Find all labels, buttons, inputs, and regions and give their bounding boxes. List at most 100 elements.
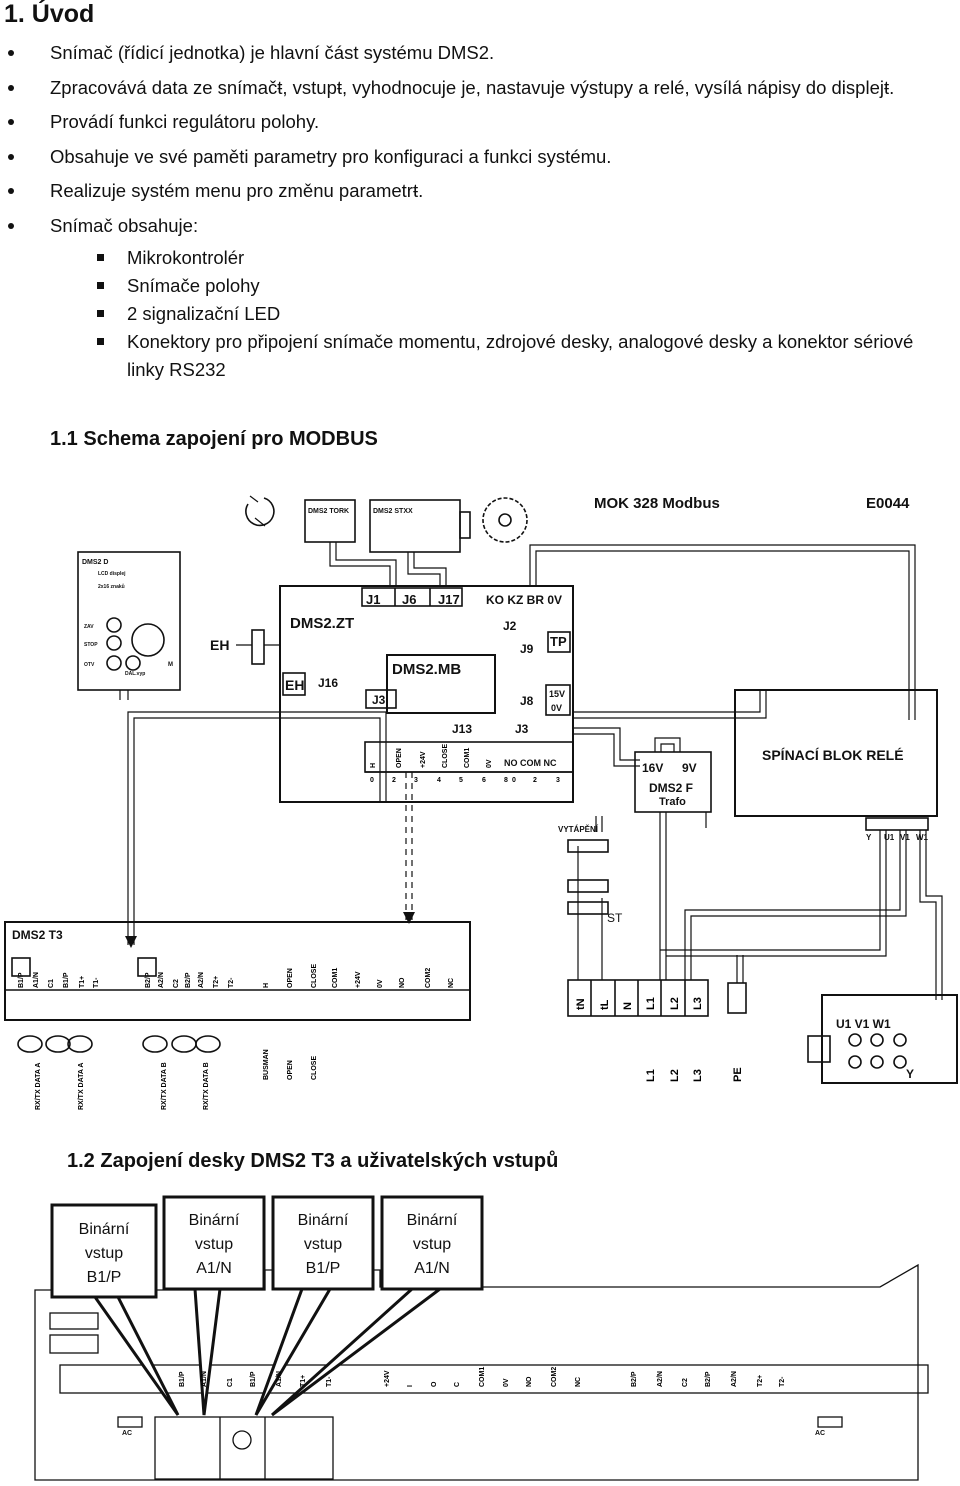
bullet-dot	[8, 50, 14, 56]
callout-pointer	[92, 1295, 180, 1416]
t3-terminal-label: COM1	[332, 968, 339, 988]
j9-label: J9	[520, 642, 534, 656]
board-terminal-label: B2/P	[705, 1371, 712, 1387]
sub-bullet-text: Snímače polohy	[127, 274, 260, 296]
square-bullet-icon	[97, 309, 104, 317]
board-terminal-label: T1-	[326, 1376, 333, 1387]
motor-y-label: Y	[906, 1067, 914, 1081]
t3-rxtx-label: RX/TX DATA A	[78, 1063, 85, 1110]
square-bullet-icon	[97, 281, 104, 289]
sub-bullet-item: Snímače polohy	[0, 272, 950, 300]
stxx-label: DMS2 STXX	[373, 508, 413, 515]
bullet-text: Realizuje systém menu pro změnu parametr…	[50, 180, 424, 202]
square-bullet-icon	[97, 337, 104, 345]
bullet-item: Zpracovává data ze snímačŧ, vstupŧ, vyho…	[0, 71, 950, 106]
ko-row-label: KO KZ BR 0V	[486, 593, 562, 607]
callout-line1: Binární	[79, 1221, 130, 1238]
display-panel-box	[77, 551, 181, 691]
j2-label: J2	[503, 619, 517, 633]
callout-line2: vstup	[304, 1236, 342, 1253]
board-terminal-label: NO	[526, 1376, 533, 1387]
zt-board-box	[279, 585, 574, 803]
sub-bullet-text: 2 signalizační LED	[127, 302, 281, 324]
bullet-dot	[8, 222, 14, 229]
t3-terminal-label: C2	[173, 979, 180, 988]
board-ac-label: AC	[815, 1430, 825, 1437]
relay-block-label: SPÍNACÍ BLOK RELÉ	[762, 747, 904, 763]
callout-line3: A1/N	[196, 1260, 232, 1277]
t3-terminal-label: T1-	[93, 977, 100, 988]
callout-line2: vstup	[413, 1236, 451, 1253]
t3-terminal-label: COM2	[425, 968, 432, 988]
bullet-dot	[8, 153, 14, 160]
board-terminal-block	[154, 1416, 334, 1480]
zt-terminal-number: 8	[504, 777, 508, 784]
board-terminal-label: A1/N	[201, 1371, 208, 1387]
bullet-item: Snímač obsahuje: Mikrokontrolér Snímače …	[0, 209, 950, 384]
bullet-text: Snímač obsahuje:	[50, 214, 199, 236]
t3-terminal-label: CLOSE	[311, 964, 318, 988]
board-outline	[34, 1263, 919, 1481]
t3-board-box	[4, 921, 471, 1021]
board-terminal-label: +24V	[384, 1370, 391, 1387]
t3-label: DMS2 T3	[12, 928, 63, 942]
zt-terminal-label: COM1	[464, 748, 471, 768]
zt-terminal-number: 6	[482, 777, 486, 784]
modbus-wiring-diagram: MOK 328 Modbus E0044 DMS2 TORK DMS2 STXX…	[4, 495, 958, 1110]
bullet-text: Snímač (řídicí jednotka) je hlavní část …	[50, 42, 495, 63]
t3-terminal-label: B1/P	[18, 972, 25, 988]
callout-pointer	[270, 1287, 445, 1417]
bullet-text: Provádí funkci regulátoru polohy.	[50, 111, 320, 133]
power-terminal-label: L2	[669, 997, 681, 1010]
eh-label-box: EH	[285, 677, 304, 693]
bullet-dot	[8, 84, 14, 91]
callout-line1: Binární	[407, 1212, 458, 1229]
intro-bullet-list: Snímač (řídicí jednotka) je hlavní část …	[0, 36, 950, 384]
section-title: 1. Úvod	[4, 0, 95, 28]
v0-label: 0V	[551, 703, 562, 713]
board-terminal-label: COM1	[479, 1367, 486, 1387]
trafo-name-label: DMS2 F	[649, 781, 693, 795]
t3-terminal-label: A2/N	[158, 972, 165, 988]
callout-line2: vstup	[195, 1236, 233, 1253]
zt-terminal-number: 4	[437, 777, 441, 784]
diagram-title: MOK 328 Modbus	[594, 495, 720, 512]
tork-label: DMS2 TORK	[308, 508, 349, 515]
j17-label: J17	[438, 592, 460, 607]
t3-board-illustration: Binární vstup B1/P Binární vstup A1/N Bi…	[34, 1195, 929, 1481]
t3-rxtx-label: RX/TX DATA B	[203, 1062, 210, 1110]
t3-terminal-label: T2+	[213, 976, 220, 988]
display-panel-label: DMS2 D	[82, 559, 108, 566]
zt-terminal-number: 3	[556, 777, 560, 784]
display-line1: LCD displej	[98, 571, 126, 577]
trafo-v2-label: 9V	[682, 761, 697, 775]
mb-label: DMS2.MB	[392, 661, 461, 678]
zt-terminal-number: 3	[414, 777, 418, 784]
motor-box	[821, 994, 958, 1084]
callout-box	[50, 1203, 158, 1299]
t3-terminal-label: T1+	[79, 976, 86, 988]
bullet-item: Realizuje systém menu pro změnu parametr…	[0, 174, 950, 209]
callout-box	[380, 1195, 484, 1291]
zt-terminal-number: 0	[512, 777, 516, 784]
bullet-dot	[8, 188, 14, 195]
callout-line1: Binární	[189, 1212, 240, 1229]
diagram-code: E0044	[866, 495, 910, 512]
trafo-box	[634, 751, 712, 813]
callout-line3: B1/P	[87, 1269, 122, 1286]
board-terminal-label: C1	[227, 1378, 234, 1387]
board-terminal-label: T2+	[757, 1375, 764, 1387]
trafo-v1-label: 16V	[642, 761, 663, 775]
eh-label-left: EH	[210, 637, 229, 653]
callout-box	[271, 1195, 375, 1291]
callout-line3: B1/P	[306, 1260, 341, 1277]
callout-line1: Binární	[298, 1212, 349, 1229]
zt-terminal-label: 0V	[486, 759, 493, 768]
t3-terminal-label: +24V	[355, 971, 362, 988]
callout-box	[162, 1195, 266, 1291]
bullet-text: Zpracovává data ze snímačŧ, vstupŧ, vyho…	[50, 76, 895, 98]
board-terminal-label: 0V	[503, 1378, 510, 1387]
callout-pointer	[193, 1287, 222, 1416]
zt-terminal-number: 5	[459, 777, 463, 784]
t3-terminal-label: B2/P	[145, 972, 152, 988]
